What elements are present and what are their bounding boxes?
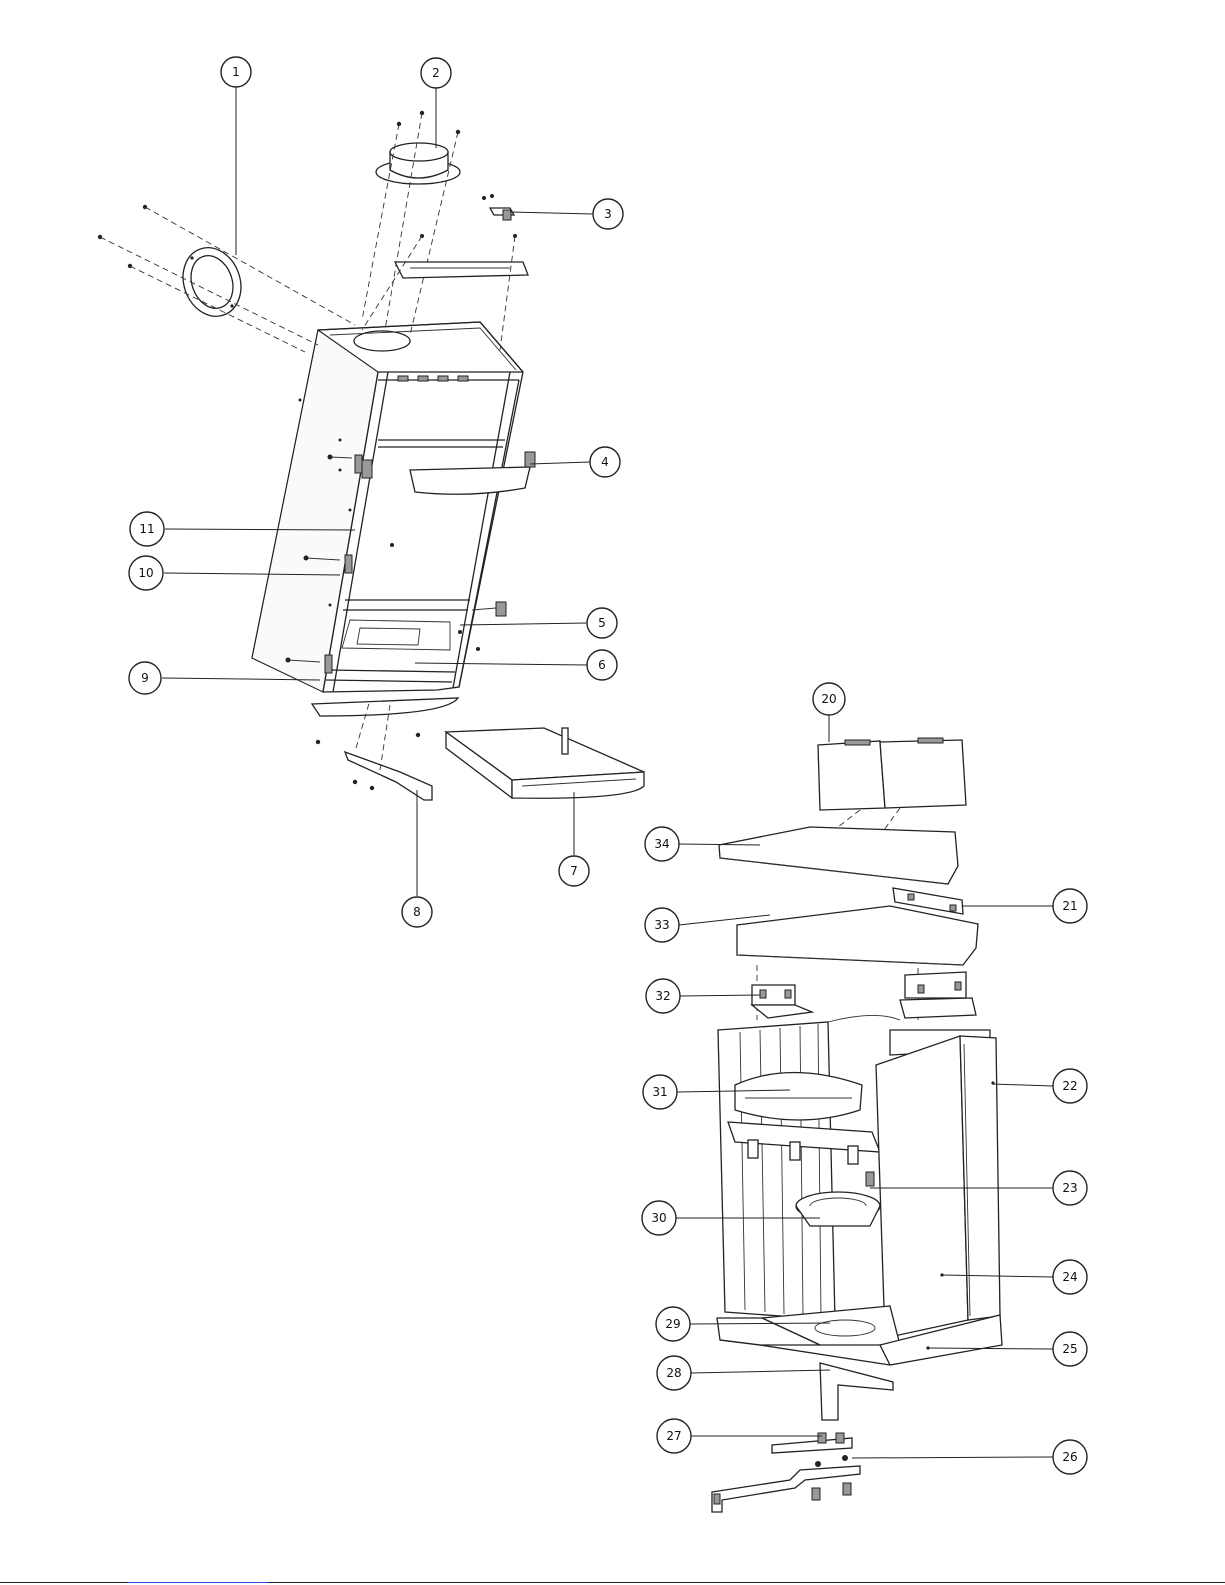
part-2-flue-collar: [362, 111, 460, 335]
callout-27: 27: [657, 1419, 691, 1453]
part-26-shaker-lever: [712, 1455, 860, 1512]
callout-23: 23: [1053, 1171, 1087, 1205]
part-5-latch: [472, 602, 506, 616]
callout-24: 24: [1053, 1260, 1087, 1294]
callout-22: 22: [1053, 1069, 1087, 1103]
callout-32: 32: [646, 979, 680, 1013]
callout-label: 29: [665, 1317, 680, 1331]
callout-label: 10: [138, 566, 153, 580]
callout-31: 31: [643, 1075, 677, 1109]
callout-label: 21: [1062, 899, 1077, 913]
callout-4: 4: [590, 447, 620, 477]
stove-body-assembly: [252, 322, 523, 692]
callout-label: 28: [666, 1366, 681, 1380]
callout-9: 9: [129, 662, 161, 694]
callout-30: 30: [642, 1201, 676, 1235]
callout-label: 34: [654, 837, 669, 851]
callout-label: 4: [601, 455, 609, 469]
part-28-shaker-arm: [820, 1363, 893, 1420]
callout-label: 30: [651, 1211, 666, 1225]
callout-26: 26: [1053, 1440, 1087, 1474]
callout-10: 10: [129, 556, 163, 590]
callout-34: 34: [645, 827, 679, 861]
callout-label: 3: [604, 207, 612, 221]
callout-1: 1: [221, 57, 251, 87]
callout-label: 23: [1062, 1181, 1077, 1195]
callout-33: 33: [645, 908, 679, 942]
part-34-top-board: [719, 827, 958, 884]
callout-label: 8: [413, 905, 421, 919]
callout-29: 29: [656, 1307, 690, 1341]
callout-21: 21: [1053, 889, 1087, 923]
callout-label: 5: [598, 616, 606, 630]
callout-5: 5: [587, 608, 617, 638]
callout-label: 9: [141, 671, 149, 685]
callout-label: 27: [666, 1429, 681, 1443]
part-32-brackets: [752, 972, 976, 1018]
callout-label: 11: [139, 522, 154, 536]
callout-label: 20: [821, 692, 836, 706]
part-1-flue-ring: [98, 205, 355, 352]
callout-3: 3: [593, 199, 623, 229]
part-24-side-panel: [876, 1036, 1000, 1338]
page-bottom-link-underline[interactable]: [128, 1582, 268, 1583]
callout-20: 20: [813, 683, 845, 715]
callout-label: 32: [655, 989, 670, 1003]
callout-28: 28: [657, 1356, 691, 1390]
callout-6: 6: [587, 650, 617, 680]
callout-label: 33: [654, 918, 669, 932]
callout-label: 24: [1062, 1270, 1077, 1284]
callout-label: 1: [232, 65, 240, 79]
callout-label: 6: [598, 658, 606, 672]
callout-label: 22: [1062, 1079, 1077, 1093]
callout-8: 8: [402, 897, 432, 927]
callout-label: 31: [652, 1085, 667, 1099]
callout-7: 7: [559, 856, 589, 886]
callout-label: 2: [432, 66, 440, 80]
callout-11: 11: [130, 512, 164, 546]
part-7-ash-pan: [446, 728, 644, 798]
callout-label: 25: [1062, 1342, 1077, 1356]
callout-25: 25: [1053, 1332, 1087, 1366]
callout-2: 2: [421, 58, 451, 88]
callout-label: 26: [1062, 1450, 1077, 1464]
part-3-bracket: [482, 194, 514, 220]
callout-label: 7: [570, 864, 578, 878]
